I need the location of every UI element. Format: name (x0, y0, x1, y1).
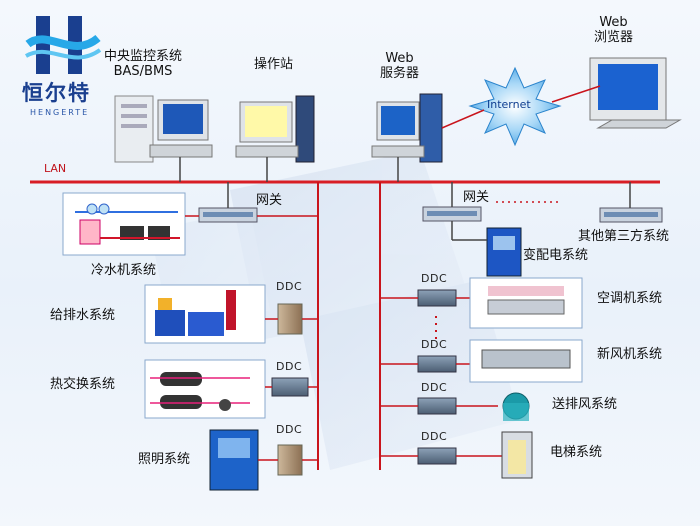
fresh-air-label: 新风机系统 (597, 347, 663, 362)
lighting-panel-icon (209, 429, 259, 491)
ddc-label-right-3: DDC (421, 381, 448, 394)
substation-label: 变配电系统 (523, 248, 589, 263)
ddc-left-1 (277, 303, 303, 335)
ddc-label-left-3: DDC (276, 423, 303, 436)
water-supply-system-box (144, 284, 266, 344)
internet-label: Internet (487, 98, 531, 111)
heat-exchange-label: 热交换系统 (50, 377, 116, 392)
lan-label: LAN (44, 162, 67, 175)
internet-cloud-icon (468, 66, 562, 147)
left-gateway-icon (198, 207, 258, 223)
ddc-right-2 (417, 355, 457, 373)
ddc-label-right-4: DDC (421, 430, 448, 443)
fresh-air-unit-box (469, 339, 583, 383)
heat-exchange-system-box (144, 359, 266, 419)
right-gateway-icon (422, 206, 482, 222)
company-logo-mark (24, 16, 102, 74)
company-logo-sub: HENGERTE (30, 108, 90, 117)
chiller-system-box (62, 192, 186, 256)
ddc-label-left-1: DDC (276, 280, 303, 293)
ventilation-fan-icon (502, 392, 530, 421)
ddc-right-4 (417, 447, 457, 465)
ddc-right-3 (417, 397, 457, 415)
ddc-left-2 (271, 377, 309, 397)
ddc-label-left-2: DDC (276, 360, 303, 373)
operator-computer-icon (235, 95, 315, 163)
third-party-label: 其他第三方系统 (578, 229, 670, 244)
substation-cabinet-icon (486, 227, 522, 277)
ac-unit-box (469, 277, 583, 329)
ddc-left-3 (277, 444, 303, 476)
elevator-label: 电梯系统 (550, 445, 603, 460)
browser-computer-icon (589, 57, 682, 129)
web-server-computer-icon (371, 93, 443, 163)
water-system-label: 给排水系统 (50, 308, 116, 323)
web-server-label: Web 服务器 (380, 51, 420, 81)
lighting-system-label: 照明系统 (138, 452, 191, 467)
ddc-label-right-2: DDC (421, 338, 448, 351)
right-gateway-label: 网关 (463, 190, 490, 205)
company-logo-name: 恒尔特 (22, 81, 91, 105)
elevator-icon (501, 431, 533, 479)
left-gateway-label: 网关 (256, 193, 283, 208)
chiller-system-label: 冷水机系统 (91, 263, 157, 278)
central-monitor-label: 中央监控系统 BAS/BMS (104, 49, 183, 79)
ventilation-label: 送排风系统 (552, 397, 618, 412)
central-monitor-computer-icon (114, 95, 213, 163)
browser-label: Web 浏览器 (594, 15, 634, 45)
operator-label: 操作站 (254, 57, 294, 72)
ddc-right-1 (417, 289, 457, 307)
ddc-label-right-1: DDC (421, 272, 448, 285)
third-party-gateway-icon (599, 207, 663, 223)
ac-system-label: 空调机系统 (597, 291, 663, 306)
